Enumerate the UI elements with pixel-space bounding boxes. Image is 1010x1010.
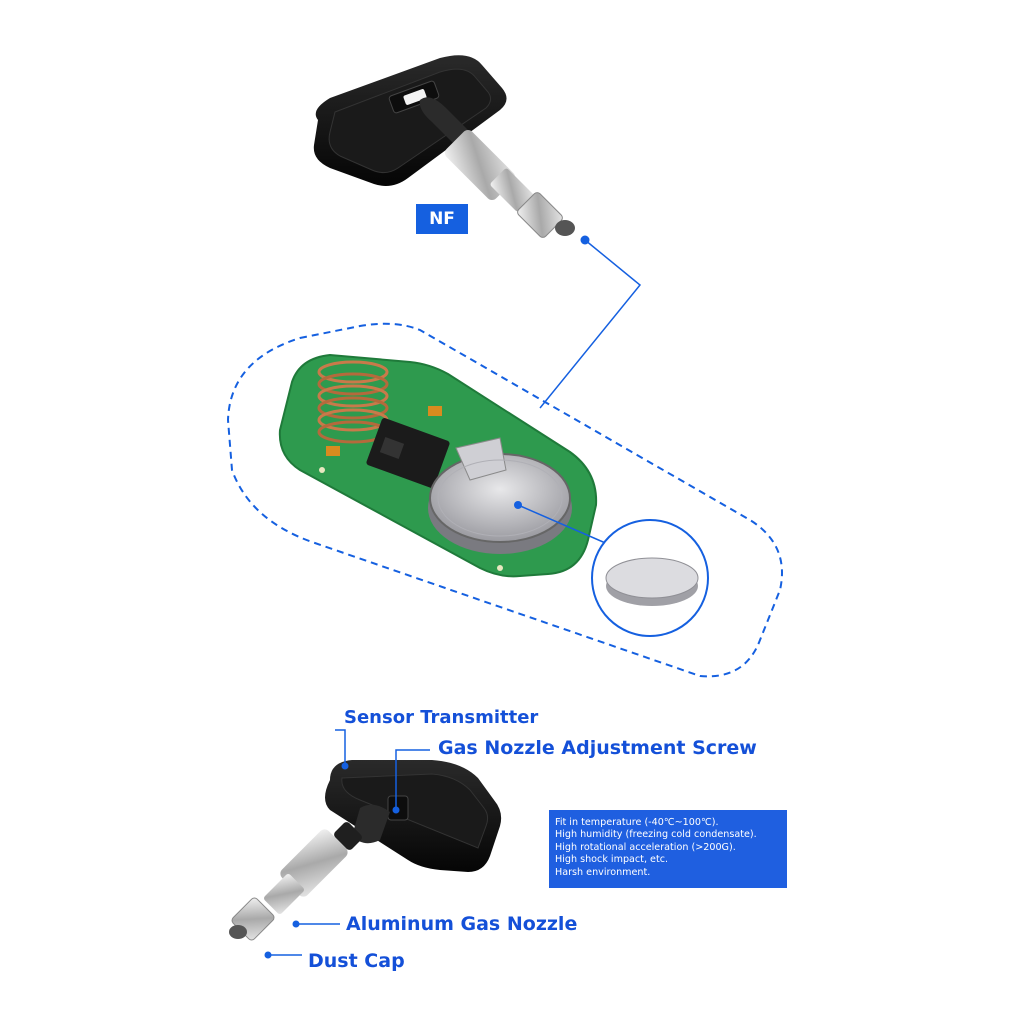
smd-component (428, 406, 442, 416)
dashed-outline (226, 322, 783, 678)
spec-line: High shock impact, etc. (555, 854, 669, 866)
top-sensor-body (313, 55, 507, 186)
spec-line: Fit in temperature (-40℃~100℃). (555, 817, 719, 828)
bottom-sensor-valve (229, 804, 390, 941)
circuit-board-image (278, 353, 611, 578)
nf-badge: NF (416, 204, 468, 234)
coin-battery (428, 437, 572, 554)
callout-lines (264, 729, 430, 959)
label-adjustment-screw: Gas Nozzle Adjustment Screw (438, 737, 757, 759)
spec-line: High humidity (freezing cold condensate)… (555, 829, 757, 841)
ic-chip (366, 418, 450, 488)
spec-line: High rotational acceleration (>200G). (555, 841, 736, 853)
bottom-sensor-body (325, 760, 502, 872)
label-dust-cap: Dust Cap (308, 950, 405, 972)
spec-line: Harsh environment. (555, 866, 651, 878)
bottom-sensor-image (229, 760, 502, 941)
label-aluminum-gas-nozzle: Aluminum Gas Nozzle (346, 913, 578, 935)
spec-box: Fit in temperature (-40℃~100℃). High hum… (549, 810, 787, 888)
label-sensor-transmitter: Sensor Transmitter (344, 707, 539, 728)
top-sensor-image (313, 55, 575, 238)
connector-line (539, 235, 642, 409)
top-sensor-valve (419, 97, 575, 238)
smd-component (326, 446, 340, 456)
magnet-disc-zoom (591, 519, 709, 637)
